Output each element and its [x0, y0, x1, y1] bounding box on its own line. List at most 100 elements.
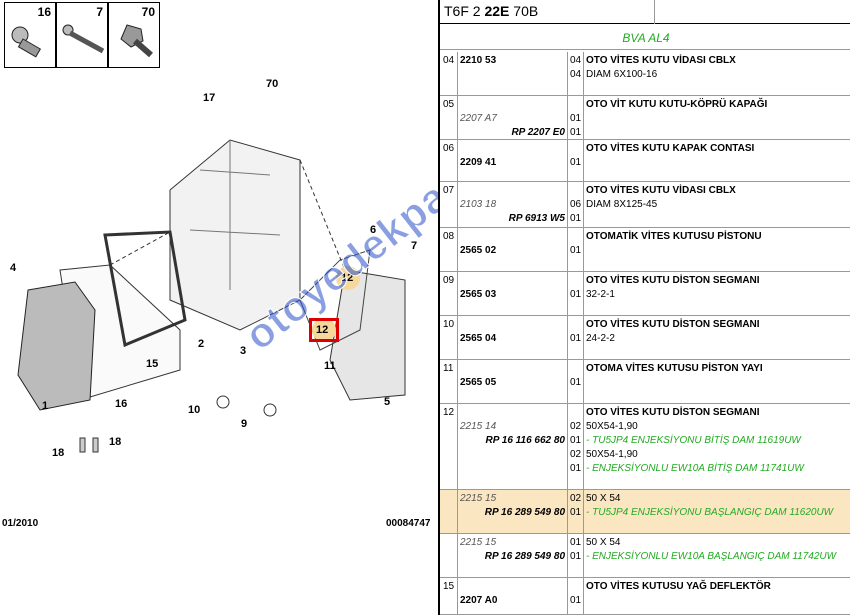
part-description: OTO VİTES KUTU VİDASI CBLX: [586, 55, 736, 66]
diagram-date: 01/2010: [2, 518, 39, 529]
part-quantity: 01: [570, 113, 582, 124]
highlighted-callout-12[interactable]: [309, 318, 339, 342]
row-number: 15: [443, 581, 455, 592]
part-quantity: 01: [570, 435, 582, 446]
long-screw-icon: [62, 24, 105, 54]
part-quantity: 01: [570, 551, 582, 562]
row-number: 11: [443, 363, 454, 374]
transmission-drawing: [17, 139, 406, 453]
model-label: BVA AL4: [440, 24, 850, 50]
callout-label: 12: [341, 272, 354, 284]
part-quantity: 01: [570, 507, 582, 518]
parts-header: T6F 2 22E 70B: [440, 0, 850, 24]
table-row[interactable]: 11 OTOMA VİTES KUTUSU PİSTON YAYI 2565 05 0…: [440, 360, 850, 404]
part-description: - TU5JP4 ENJEKSİYONU BİTİŞ DAM 11619UW: [586, 435, 801, 446]
part-description: 50 X 54: [586, 493, 621, 504]
part-quantity: 04: [570, 69, 582, 80]
part-description: DIAM 6X100-16: [586, 69, 658, 80]
part-quantity: 01: [570, 127, 582, 138]
part-reference[interactable]: 2565 02: [460, 245, 497, 256]
part-quantity: 01: [570, 157, 582, 168]
part-reference[interactable]: 2565 03: [460, 289, 497, 300]
part-reference[interactable]: 2209 41: [460, 157, 497, 168]
callout-label: 70: [266, 78, 279, 90]
part-description: OTO VİTES KUTUSU YAĞ DEFLEKTÖR: [586, 581, 771, 592]
flange-bolt-icon: [120, 24, 153, 58]
callout-label: 4: [10, 262, 17, 274]
part-quantity: 02: [570, 421, 582, 432]
part-reference[interactable]: 2215 15: [460, 493, 497, 504]
part-reference[interactable]: 2210 53: [460, 55, 497, 66]
part-description: OTOMA VİTES KUTUSU PİSTON YAYI: [586, 363, 763, 374]
part-reference[interactable]: RP 16 289 549 80: [484, 551, 565, 562]
part-description: OTO VİTES KUTU DİSTON SEGMANI: [586, 319, 760, 330]
callout-label: 7: [411, 240, 418, 252]
table-row[interactable]: 08 OTOMATİK VİTES KUTUSU PİSTONU 2565 02 01: [440, 228, 850, 272]
part-reference[interactable]: 2207 A0: [460, 595, 498, 606]
callout-label: 5: [384, 396, 391, 408]
part-description: OTO VİTES KUTU DİSTON SEGMANI: [586, 275, 760, 286]
part-quantity: 06: [570, 199, 582, 210]
callout-label: 17: [203, 92, 216, 104]
callout-label: 12: [316, 324, 329, 336]
row-number: 08: [443, 231, 455, 242]
part-description: 50X54-1,90: [586, 421, 638, 432]
row-number: 12: [443, 407, 455, 418]
part-reference[interactable]: 2215 14: [460, 421, 497, 432]
callout-label: 10: [188, 404, 201, 416]
part-description: 50X54-1,90: [586, 449, 638, 460]
part-quantity: 01: [570, 377, 582, 388]
part-reference[interactable]: 2565 05: [460, 377, 497, 388]
fastener-qty: 16: [37, 5, 51, 19]
callout-label: 1: [42, 400, 49, 412]
callout-label: 18: [52, 447, 65, 459]
part-description: - ENJEKSİYONLU EW10A BAŞLANGIÇ DAM 11742…: [586, 551, 837, 562]
callout-label: 16: [115, 398, 128, 410]
callout-label: 18: [109, 436, 122, 448]
callout-label: 3: [240, 345, 247, 357]
part-reference[interactable]: RP 2207 E0: [511, 127, 565, 138]
part-description: 32-2-1: [586, 289, 615, 300]
part-reference[interactable]: RP 6913 W5: [508, 213, 565, 224]
row-number: 04: [443, 55, 455, 66]
callout-label: 11: [324, 360, 336, 372]
part-reference[interactable]: RP 16 116 662 80: [485, 435, 565, 446]
row-number: 07: [443, 185, 455, 196]
part-quantity: 01: [570, 289, 582, 300]
callout-label: 9: [241, 418, 248, 430]
fastener-box-7[interactable]: 7: [56, 2, 108, 68]
part-description: OTO VİTES KUTU DİSTON SEGMANI: [586, 407, 760, 418]
part-reference[interactable]: 2103 18: [460, 199, 497, 210]
fastener-box-70[interactable]: 70: [108, 2, 160, 68]
part-reference[interactable]: RP 16 289 549 80: [484, 507, 565, 518]
part-quantity: 01: [570, 213, 582, 224]
part-description: OTOMATİK VİTES KUTUSU PİSTONU: [586, 231, 762, 242]
exploded-diagram-panel: 16 7 70: [2, 0, 705, 529]
row-number: 06: [443, 143, 455, 154]
fastener-qty: 70: [141, 5, 155, 19]
header-code-prefix: T6F 2: [444, 3, 481, 19]
part-description: 50 X 54: [586, 537, 621, 548]
callout-label: 15: [146, 358, 159, 370]
part-quantity: 01: [570, 245, 582, 256]
fastener-qty: 7: [96, 5, 103, 19]
part-description: OTO VİTES KUTU VİDASI CBLX: [586, 185, 736, 196]
fastener-box-16[interactable]: 16: [4, 2, 56, 68]
table-row[interactable]: 12 OTO VİTES KUTU DİSTON SEGMANI 2215 14 02…: [440, 404, 850, 490]
part-quantity: 04: [570, 55, 582, 66]
part-reference[interactable]: 2565 04: [460, 333, 497, 344]
part-quantity: 01: [570, 463, 582, 474]
part-quantity: 01: [570, 333, 582, 344]
part-reference[interactable]: 2207 A7: [460, 113, 497, 124]
part-description: OTO VİT KUTU KUTU-KÖPRÜ KAPAĞI: [586, 99, 768, 110]
part-reference[interactable]: 2215 15: [460, 537, 497, 548]
